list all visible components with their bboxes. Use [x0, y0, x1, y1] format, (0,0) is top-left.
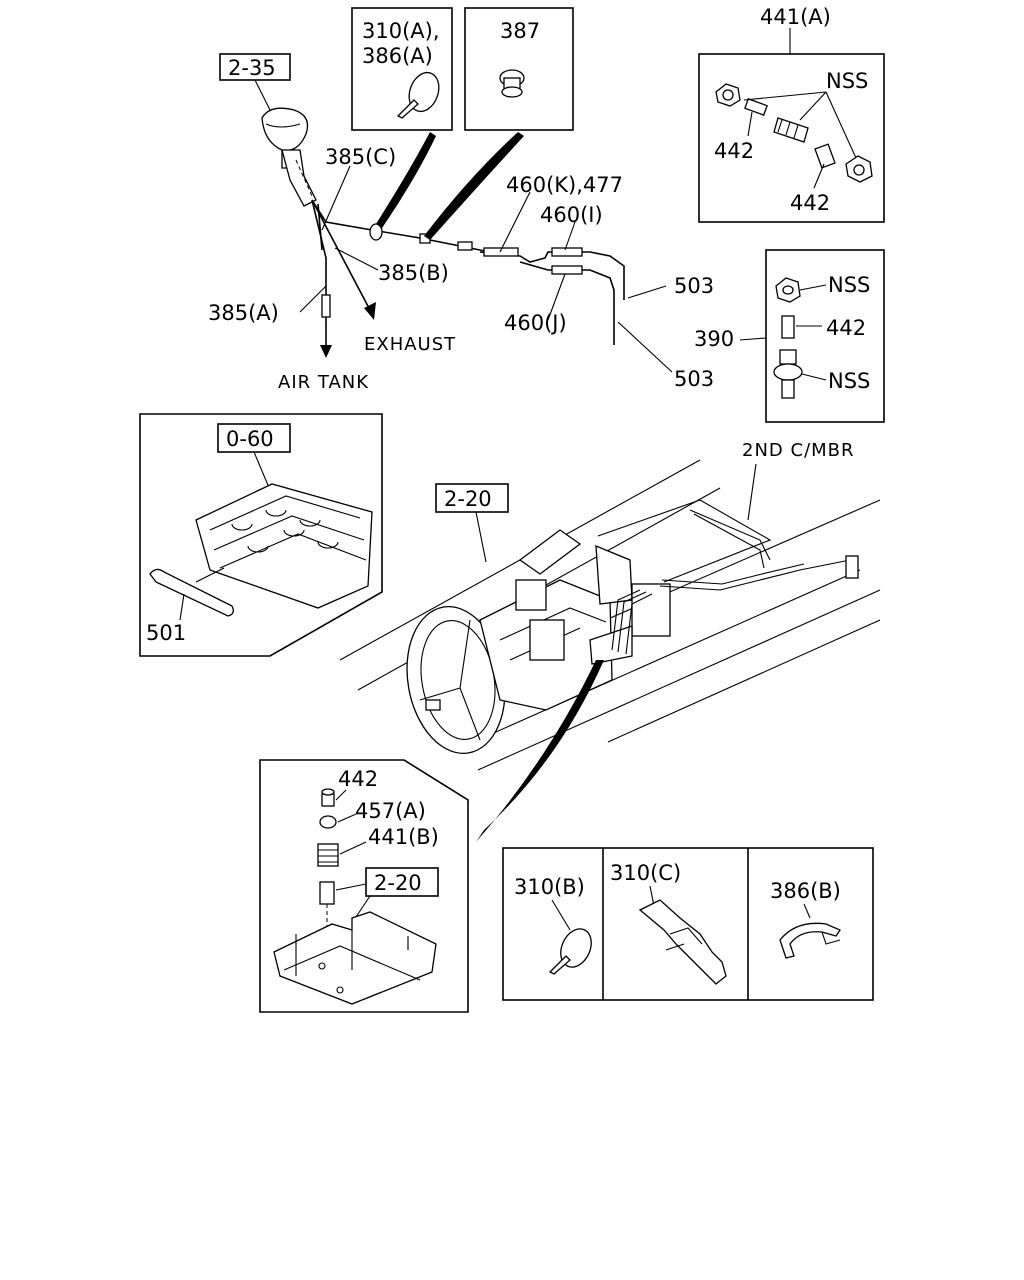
exhaust-arrow: [364, 302, 376, 320]
inset-clips: 310(B) 310(C) 386(B): [502, 847, 874, 1001]
label-442-d: 442: [338, 767, 378, 791]
label-503-lower: 503: [674, 367, 714, 391]
shift-tower: [529, 619, 565, 661]
hose-connector: [457, 241, 473, 251]
label-nss-390-bottom: NSS: [828, 369, 870, 393]
hose-460k: [483, 247, 519, 257]
label-385c: 385(C): [325, 145, 396, 169]
air-filter: [631, 583, 671, 637]
label-385b: 385(B): [378, 261, 449, 285]
label-503-upper: 503: [674, 274, 714, 298]
label-390: 390: [694, 327, 734, 351]
ref-box-0-60[interactable]: [217, 423, 291, 453]
label-310b: 310(B): [514, 875, 585, 899]
label-457a: 457(A): [355, 799, 426, 823]
cable-tie-tail: [396, 99, 419, 119]
label-air-tank: AIR TANK: [278, 372, 369, 393]
inset-310a-386a: 310(A), 386(A): [351, 7, 453, 131]
hose-460i: [551, 247, 583, 257]
ref-box-2-20-inset[interactable]: [365, 867, 439, 897]
label-460k-477: 460(K),477: [506, 173, 623, 197]
shift-knob: [261, 107, 309, 169]
relay-valve: [595, 545, 633, 605]
label-385a: 385(A): [208, 301, 279, 325]
label-387: 387: [500, 19, 540, 43]
hose-501: [149, 568, 234, 617]
sleeve-442-d: [321, 793, 335, 807]
sleeve-442-lower: [814, 143, 836, 169]
clamp-310c-icon: [638, 899, 727, 985]
sleeve-390: [781, 315, 795, 339]
inset-box-310a: [351, 7, 453, 131]
mount-bracket: [589, 625, 633, 665]
connector-flange: [773, 363, 803, 381]
label-386a-text: 386(A): [362, 44, 433, 68]
label-nss-390-top: NSS: [828, 273, 870, 297]
label-exhaust: EXHAUST: [364, 334, 456, 355]
ref-label-2-35: 2-35: [228, 56, 276, 80]
inset-bracket: 442 457(A) 441(B) 2-20: [259, 759, 469, 1013]
air-tank-arrow: [320, 345, 332, 358]
air-cylinder: [518, 529, 582, 575]
label-386b: 386(B): [770, 879, 841, 903]
label-501: 501: [146, 621, 186, 645]
shift-lever-assembly: 2-35: [208, 53, 714, 393]
inset-441a: 441(A) NSS 442 442: [698, 5, 885, 223]
label-2nd-cmbr: 2ND C/MBR: [742, 440, 855, 461]
label-nss-441a: NSS: [826, 69, 868, 93]
inset-390: 390 NSS 442 NSS: [694, 249, 885, 423]
ref-label-2-20-main: 2-20: [444, 487, 492, 511]
sleeve-442-upper: [744, 98, 768, 116]
transmission-frame-view: 2-20 2ND C/MBR: [339, 440, 881, 842]
label-310a: 310(A),: [362, 19, 440, 43]
ref-label-0-60: 0-60: [226, 427, 274, 451]
shift-lever: [281, 149, 317, 207]
valve-block: [515, 579, 547, 611]
engine-block: [195, 483, 373, 609]
fitting-441b: [317, 843, 339, 867]
connector-2-20: [319, 881, 335, 905]
label-460i: 460(I): [540, 203, 603, 227]
inset-387: 387: [464, 7, 574, 131]
hose-460j: [551, 265, 583, 275]
leader-wedge-387: [424, 132, 524, 240]
inset-box-387: [464, 7, 574, 131]
label-442-b: 442: [790, 191, 830, 215]
ref-box-2-20[interactable]: [435, 483, 509, 513]
pipe-end-connector: [845, 555, 859, 579]
label-310c: 310(C): [610, 861, 681, 885]
union-fitting: [773, 117, 809, 143]
connector-body: [779, 349, 797, 365]
label-441a: 441(A): [760, 5, 831, 29]
nut-457a: [319, 815, 337, 829]
mounting-bracket-plate: [273, 911, 437, 1005]
label-442-c: 442: [826, 316, 866, 340]
leader-wedge-bracket: [476, 660, 604, 842]
leader-wedge-310a: [376, 132, 436, 228]
input-shaft: [425, 699, 441, 711]
label-442-a: 442: [714, 139, 754, 163]
inset-0-60: 0-60 501: [139, 413, 383, 657]
ref-label-2-20-inset: 2-20: [374, 871, 422, 895]
air-tank-fitting: [321, 294, 331, 318]
label-441b: 441(B): [368, 825, 439, 849]
label-460j: 460(J): [504, 311, 567, 335]
